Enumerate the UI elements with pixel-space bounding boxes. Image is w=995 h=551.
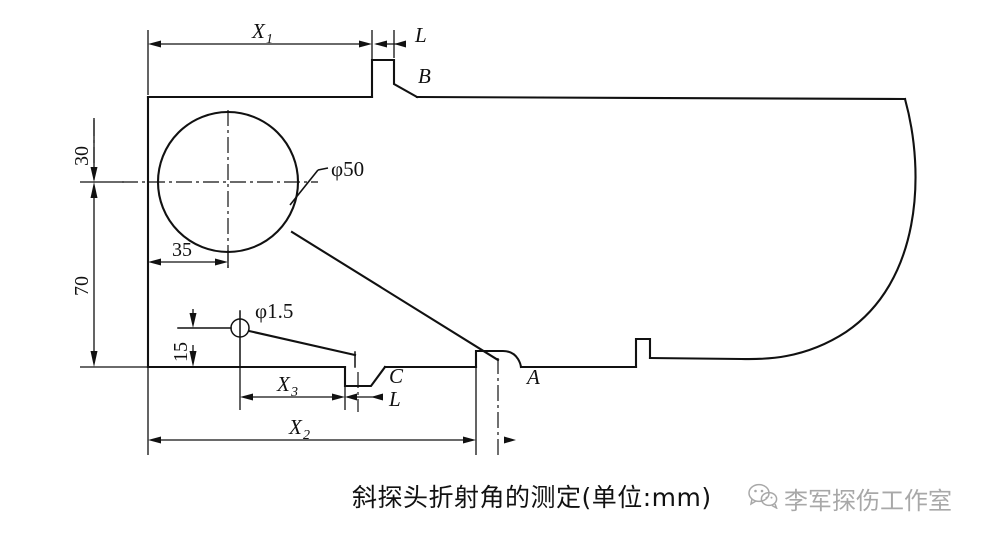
dim15-arrow-up (189, 351, 197, 367)
x3-arrow-right (332, 393, 345, 401)
x2-arrow-right (463, 436, 476, 444)
body-bottom-ledge (648, 356, 743, 361)
notch-b-label: B (418, 64, 431, 88)
x1-label: X (251, 19, 266, 43)
dim30-label: 30 (71, 146, 93, 166)
notch-a-profile (474, 349, 523, 369)
l-bottom-arrow-right (371, 393, 383, 401)
x2-label: X (288, 415, 303, 439)
notch-a-label: A (525, 365, 540, 389)
x1-arrow-left (148, 40, 161, 48)
l-bottom-arrow-left (345, 393, 357, 401)
notch-b-profile (370, 58, 419, 99)
phi1-5-label: φ1.5 (255, 299, 293, 323)
phi1-5-reflector-line (247, 329, 357, 357)
x2-arrow-far-right (504, 436, 516, 444)
dim35-arrow-right (215, 258, 228, 266)
step-notch-profile (634, 337, 652, 369)
watermark: 李军探伤工作室 (748, 481, 952, 516)
x3-label-sub: 3 (290, 385, 298, 400)
x1-label-sub: 1 (266, 32, 273, 47)
body-right-arc (739, 97, 917, 361)
sound-path-line (290, 230, 500, 362)
x2-arrow-left (148, 436, 161, 444)
figure-caption: 斜探头折射角的测定(单位:mm) (352, 483, 712, 512)
dim30-arrow-down (90, 167, 98, 182)
notch-c-profile (343, 365, 387, 388)
l-top-arrow-left (374, 40, 387, 48)
dim35-arrow-left (148, 258, 161, 266)
phi50-leader-shoulder (317, 167, 329, 171)
l-top-label: L (414, 23, 427, 47)
x1-arrow-right (359, 40, 372, 48)
dim15-arrow-down (189, 313, 197, 328)
phi50-label: φ50 (331, 157, 364, 181)
notch-c-label: C (389, 364, 404, 388)
l-top-arrow-right (394, 40, 406, 48)
watermark-text: 李军探伤工作室 (784, 487, 952, 515)
dim35-label: 35 (172, 239, 192, 261)
l-bottom-label: L (388, 387, 401, 411)
x3-arrow-left (240, 393, 253, 401)
x3-label: X (276, 372, 291, 396)
body-top-edge-right (415, 95, 907, 101)
phi50-leader-line (289, 169, 319, 206)
dim15-label: 15 (170, 342, 192, 362)
dim70-arrow-down (90, 351, 98, 367)
dim70-arrow-up (90, 182, 98, 198)
x2-label-sub: 2 (303, 428, 310, 443)
wechat-icon (748, 483, 778, 515)
dim70-label: 70 (71, 276, 93, 296)
